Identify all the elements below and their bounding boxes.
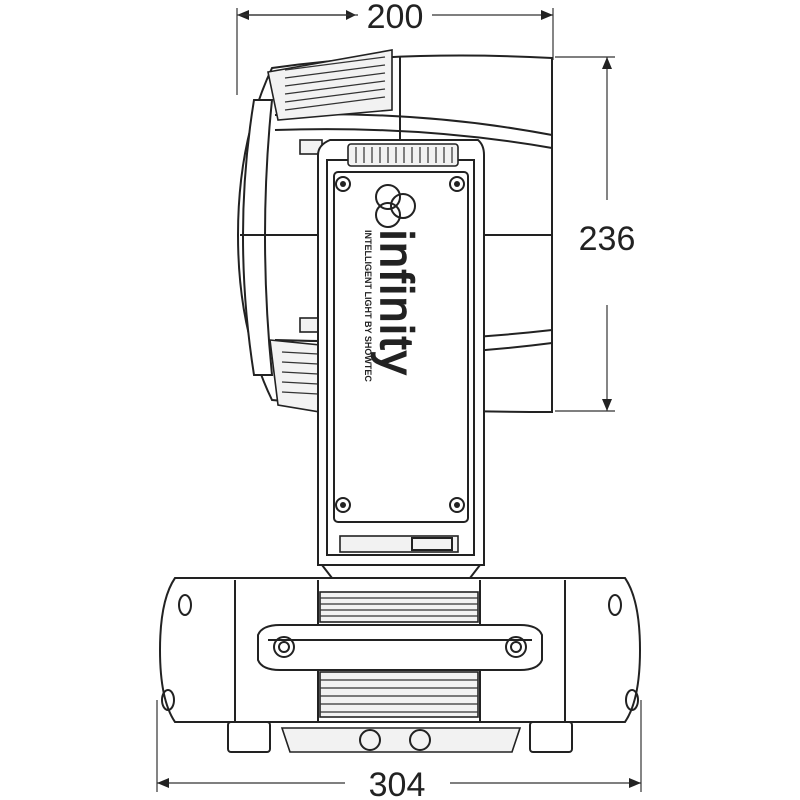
base-vent-bottom: [319, 671, 479, 718]
brand-logo: infinity INTELLIGENT LIGHT BY SHOWTEC: [363, 184, 424, 382]
dimension-top: 200: [236, 0, 554, 95]
base: [158, 577, 642, 753]
screw: [335, 497, 351, 513]
dimension-label-right: 236: [579, 220, 636, 258]
dimension-label-top: 200: [367, 0, 424, 36]
vent-bottom: [269, 339, 321, 413]
base-vent-top: [319, 591, 479, 623]
dimension-right: 236: [555, 56, 636, 412]
screw: [335, 176, 351, 192]
dimension-label-bottom: 304: [369, 766, 426, 800]
vent-top: [267, 49, 393, 121]
screw: [449, 497, 465, 513]
brand-tagline: INTELLIGENT LIGHT BY SHOWTEC: [363, 230, 373, 382]
dimension-bottom: 304: [156, 700, 642, 800]
brand-name: infinity: [371, 230, 423, 376]
trefoil-logo-icon: [375, 184, 416, 228]
yoke-grille: [347, 143, 459, 167]
carry-handle: [257, 624, 543, 671]
screw: [449, 176, 465, 192]
yoke-arm: infinity INTELLIGENT LIGHT BY SHOWTEC: [317, 139, 485, 579]
